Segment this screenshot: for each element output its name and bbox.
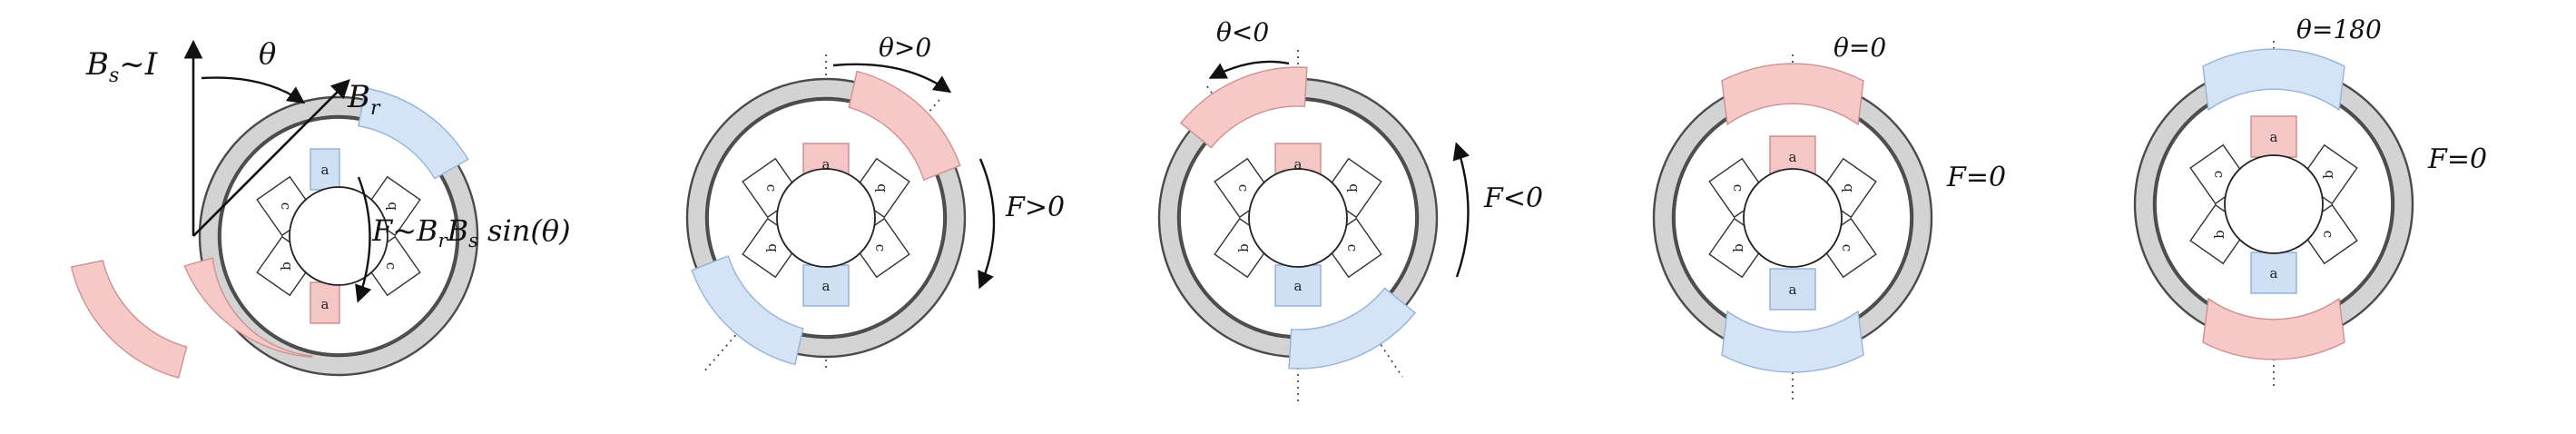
coil-label-c-lower-right: c bbox=[1839, 244, 1855, 252]
coil-a-bottom bbox=[1769, 268, 1816, 311]
stator-field-label: Bs~I bbox=[85, 46, 158, 87]
rotor-hub bbox=[289, 186, 388, 286]
coil-label-a-top: a bbox=[2270, 129, 2278, 145]
magnet-red-lower-left bbox=[70, 260, 188, 379]
panel-4-zero-angle: a a c b b c θ=0 F=0 bbox=[1652, 33, 2006, 404]
angle-label: θ=0 bbox=[1834, 33, 1886, 63]
angle-arrow bbox=[1208, 60, 1290, 79]
magnet-blue bbox=[2202, 48, 2345, 112]
panel-2-positive-angle: a a c b b c θ>0 F>0 bbox=[685, 33, 1065, 373]
force-label: F=0 bbox=[1946, 162, 2006, 193]
coil-label-a-bottom: a bbox=[822, 278, 831, 294]
coil-a-bottom bbox=[1274, 264, 1322, 307]
force-label: F~BrBs sin(θ) bbox=[371, 213, 571, 252]
coil-label-b-lower-left: b bbox=[763, 243, 780, 252]
force-arrow bbox=[1452, 142, 1470, 278]
magnet-red bbox=[848, 70, 961, 182]
rotor-field-vector bbox=[192, 79, 350, 237]
magnet-blue bbox=[1288, 287, 1416, 370]
rotor-hub bbox=[1743, 168, 1843, 268]
force-label: F<0 bbox=[1483, 182, 1543, 214]
coil-label-b-upper-right: b bbox=[383, 202, 399, 211]
panel-3-negative-angle: a a c b b c θ<0 F<0 bbox=[1157, 17, 1543, 404]
coil-label-c-upper-left: c bbox=[2211, 171, 2227, 178]
coil-label-b-lower-left: b bbox=[278, 261, 294, 271]
coil-a-bottom bbox=[2250, 252, 2297, 294]
angle-arrow bbox=[201, 76, 306, 104]
force-label: F=0 bbox=[2427, 143, 2487, 175]
coil-label-c-lower-right: c bbox=[383, 262, 399, 270]
magnet-red bbox=[1721, 63, 1864, 126]
panel-1-general-case: a a c b b c Bs~I θ Br F~BrBs sin(θ) bbox=[70, 36, 571, 379]
coil-label-a-top: a bbox=[822, 156, 831, 173]
coil-label-a-bottom: a bbox=[2270, 265, 2278, 281]
coil-label-c-upper-left: c bbox=[1235, 184, 1252, 192]
coil-label-c-lower-right: c bbox=[1344, 244, 1361, 252]
coil-label-b-upper-right: b bbox=[2320, 170, 2336, 179]
coil-label-b-upper-right: b bbox=[872, 183, 889, 192]
coil-label-b-lower-left: b bbox=[2211, 230, 2227, 239]
rotor-field-label: Br bbox=[347, 79, 381, 120]
angle-label: θ>0 bbox=[879, 33, 931, 63]
force-arrow bbox=[978, 158, 996, 290]
force-label: F>0 bbox=[1005, 192, 1065, 223]
coil-label-c-lower-right: c bbox=[872, 244, 889, 252]
coil-a-bottom bbox=[802, 264, 850, 307]
force-arrow bbox=[355, 176, 372, 303]
coil-label-c-upper-left: c bbox=[763, 184, 780, 192]
angle-label: θ bbox=[259, 36, 276, 71]
magnet-blue bbox=[691, 254, 804, 366]
coil-label-b-lower-left: b bbox=[1730, 243, 1746, 252]
rotor-hub bbox=[776, 168, 876, 268]
coil-a-top bbox=[310, 148, 340, 191]
coil-label-a-top: a bbox=[321, 162, 329, 178]
angle-label: θ=180 bbox=[2296, 15, 2382, 44]
coil-label-a-top: a bbox=[1789, 149, 1797, 165]
rotor-hub bbox=[1248, 168, 1348, 268]
coil-label-b-lower-left: b bbox=[1235, 243, 1252, 252]
coil-label-a-top: a bbox=[1294, 156, 1303, 173]
coil-label-c-upper-left: c bbox=[1730, 184, 1746, 192]
panel-5-180-angle: a a c b b c θ=180 F=0 bbox=[2133, 15, 2487, 386]
rotor-hub bbox=[2224, 154, 2324, 254]
coil-a-top bbox=[2250, 115, 2297, 158]
angle-label: θ<0 bbox=[1216, 17, 1269, 47]
coil-label-b-upper-right: b bbox=[1839, 183, 1855, 192]
coil-label-a-bottom: a bbox=[1294, 278, 1303, 294]
magnet-red bbox=[1180, 66, 1308, 149]
magnet-north-blue bbox=[358, 87, 469, 180]
coil-label-c-upper-left: c bbox=[278, 202, 294, 210]
coil-label-c-lower-right: c bbox=[2320, 231, 2336, 238]
magnet-south-red bbox=[183, 257, 314, 358]
coil-label-a-bottom: a bbox=[1789, 281, 1797, 298]
coil-label-b-upper-right: b bbox=[1344, 183, 1361, 192]
magnet-red bbox=[2202, 297, 2345, 360]
angle-arrow bbox=[832, 63, 952, 94]
coil-label-a-bottom: a bbox=[321, 296, 329, 312]
magnet-blue bbox=[1721, 310, 1864, 373]
rotor-ring bbox=[198, 95, 479, 377]
